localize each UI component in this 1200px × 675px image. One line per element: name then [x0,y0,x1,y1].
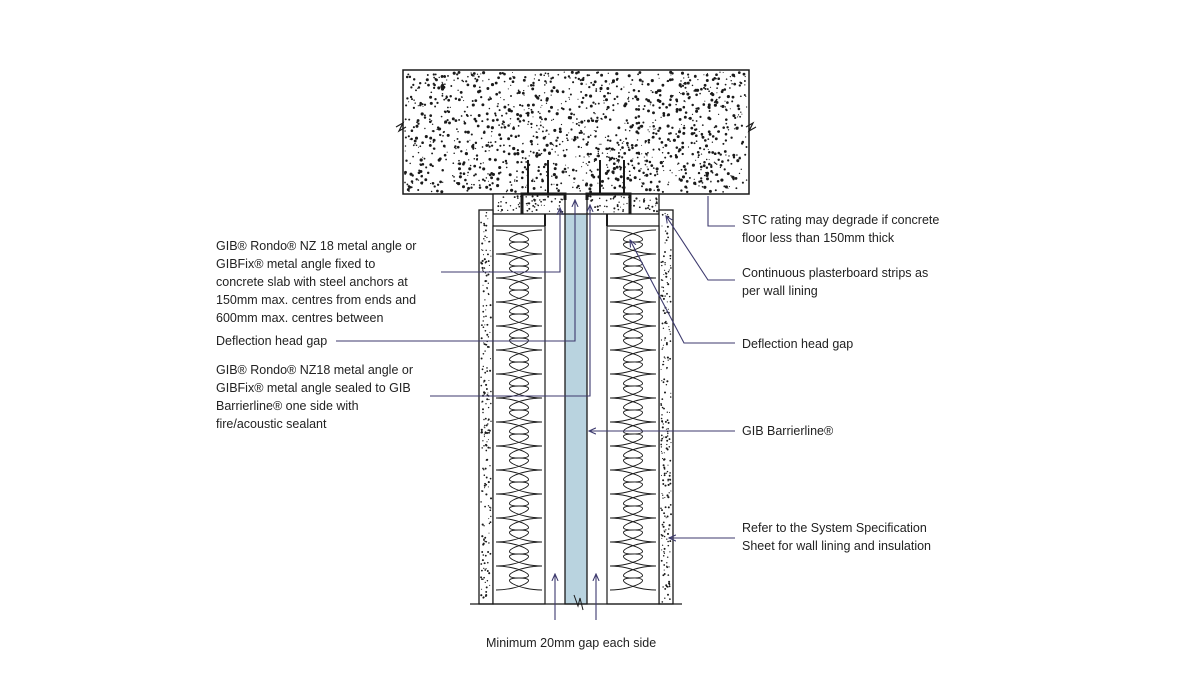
plasterboard-strips [492,193,660,215]
left-wall-lining [478,209,494,605]
label-deflection-head-gap-left: Deflection head gap [216,334,328,348]
left-break-mark [395,121,407,133]
metal-angles [520,192,632,226]
label-refer-specification: Refer to the System Specification Sheet … [742,521,932,553]
label-stc-rating: STC rating may degrade if concrete floor… [742,213,940,245]
right-wall-lining [658,209,674,605]
label-gib-barrierline: GIB Barrierline® [742,424,834,438]
label-plasterboard-strips: Continuous plasterboard strips as per wa… [742,266,929,298]
right-break-mark [745,121,757,133]
concrete-texture [404,70,748,194]
label-angle-sealed: GIB® Rondo® NZ18 metal angle or GIBFix® … [216,363,413,431]
leader-lines [336,196,735,620]
label-angle-fixed: GIB® Rondo® NZ 18 metal angle or GIBFix®… [216,239,417,325]
label-deflection-head-gap-right: Deflection head gap [742,337,854,351]
concrete-slab [395,69,757,195]
left-insulation [492,225,546,605]
gib-barrierline [564,213,588,611]
label-minimum-gap: Minimum 20mm gap each side [486,636,657,650]
steel-anchors [527,160,625,194]
right-insulation [606,225,660,605]
